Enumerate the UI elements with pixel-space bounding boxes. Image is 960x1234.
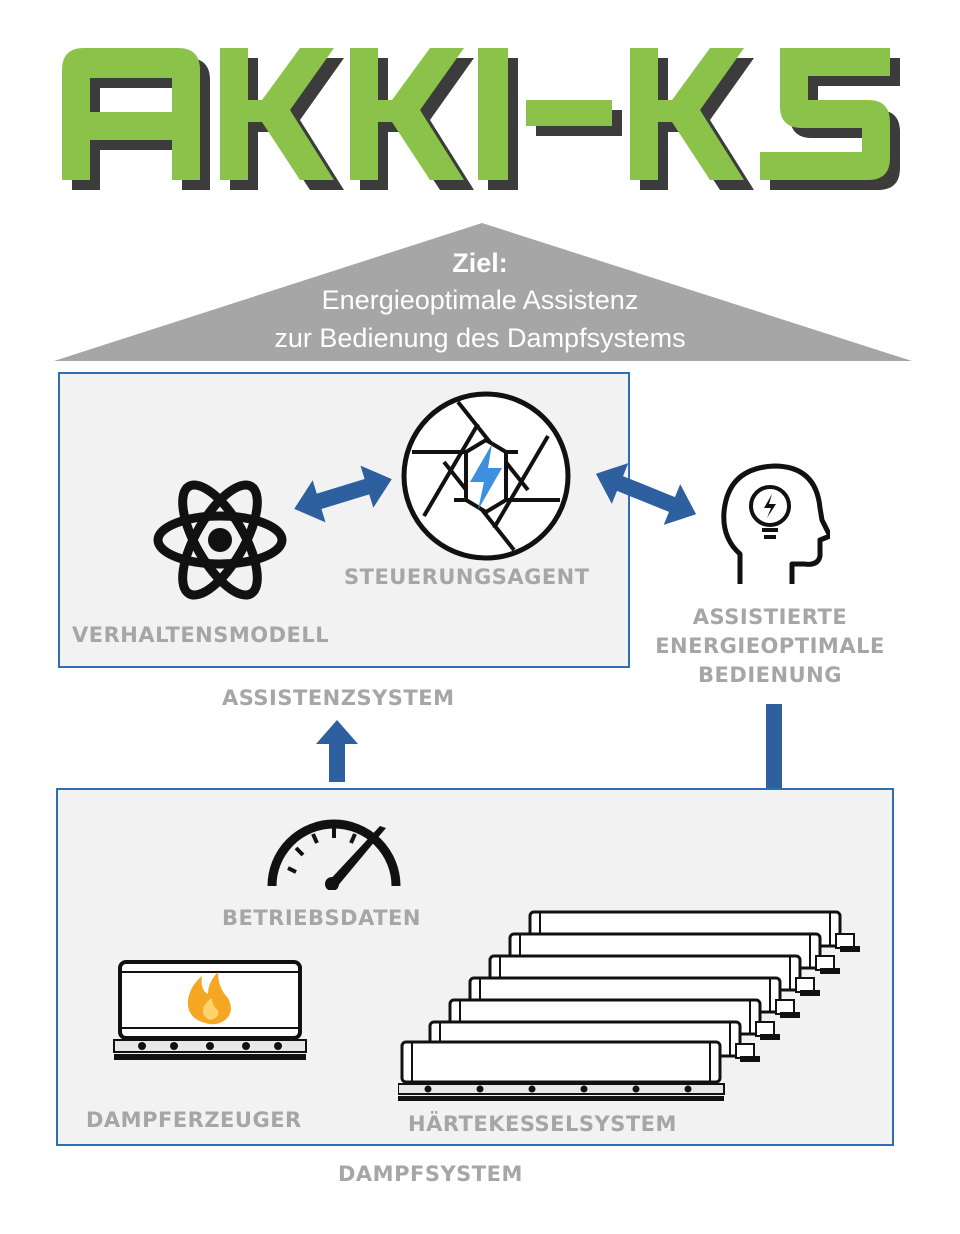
agent-operator-double-arrow (595, 463, 697, 525)
model-label: VERHALTENSMODELL (72, 623, 330, 647)
head-lightbulb-icon (721, 463, 830, 584)
logo (0, 0, 960, 200)
operator-label-line-2: ENERGIEOPTIMALE (655, 634, 885, 658)
model-agent-double-arrow (294, 465, 392, 523)
up-arrow (316, 720, 358, 782)
down-arrow (754, 704, 794, 828)
operating-data-label: BETRIEBSDATEN (222, 906, 421, 930)
goal-heading: Ziel: (452, 248, 508, 278)
operator-label: ASSISTIERTE ENERGIEOPTIMALE BEDIENUNG (630, 603, 910, 690)
gauge-icon (267, 819, 401, 890)
flame-icon (187, 972, 231, 1025)
kettle-system-graphic (398, 910, 862, 1101)
agent-label: STEUERUNGSAGENT (344, 565, 590, 589)
operator-label-line-3: BEDIENUNG (698, 663, 842, 687)
logo-graphic (62, 48, 900, 190)
bolt-icon (470, 444, 502, 510)
atom-icon (153, 480, 287, 600)
assistance-system-label: ASSISTENZSYSTEM (222, 686, 455, 710)
steam-generator-graphic (113, 960, 307, 1060)
steam-system-label: DAMPFSYSTEM (338, 1162, 523, 1186)
roof-triangle (54, 223, 912, 361)
operator-label-line-1: ASSISTIERTE (692, 605, 848, 629)
aperture-icon (401, 391, 571, 561)
goal-line-1: Energieoptimale Assistenz (321, 285, 639, 315)
steam-generator-label: DAMPFERZEUGER (86, 1108, 302, 1132)
logo-letters (62, 48, 890, 180)
goal-line-2: zur Bedienung des Dampfsystems (274, 323, 686, 353)
kettle-system-label: HÄRTEKESSELSYSTEM (408, 1112, 677, 1136)
